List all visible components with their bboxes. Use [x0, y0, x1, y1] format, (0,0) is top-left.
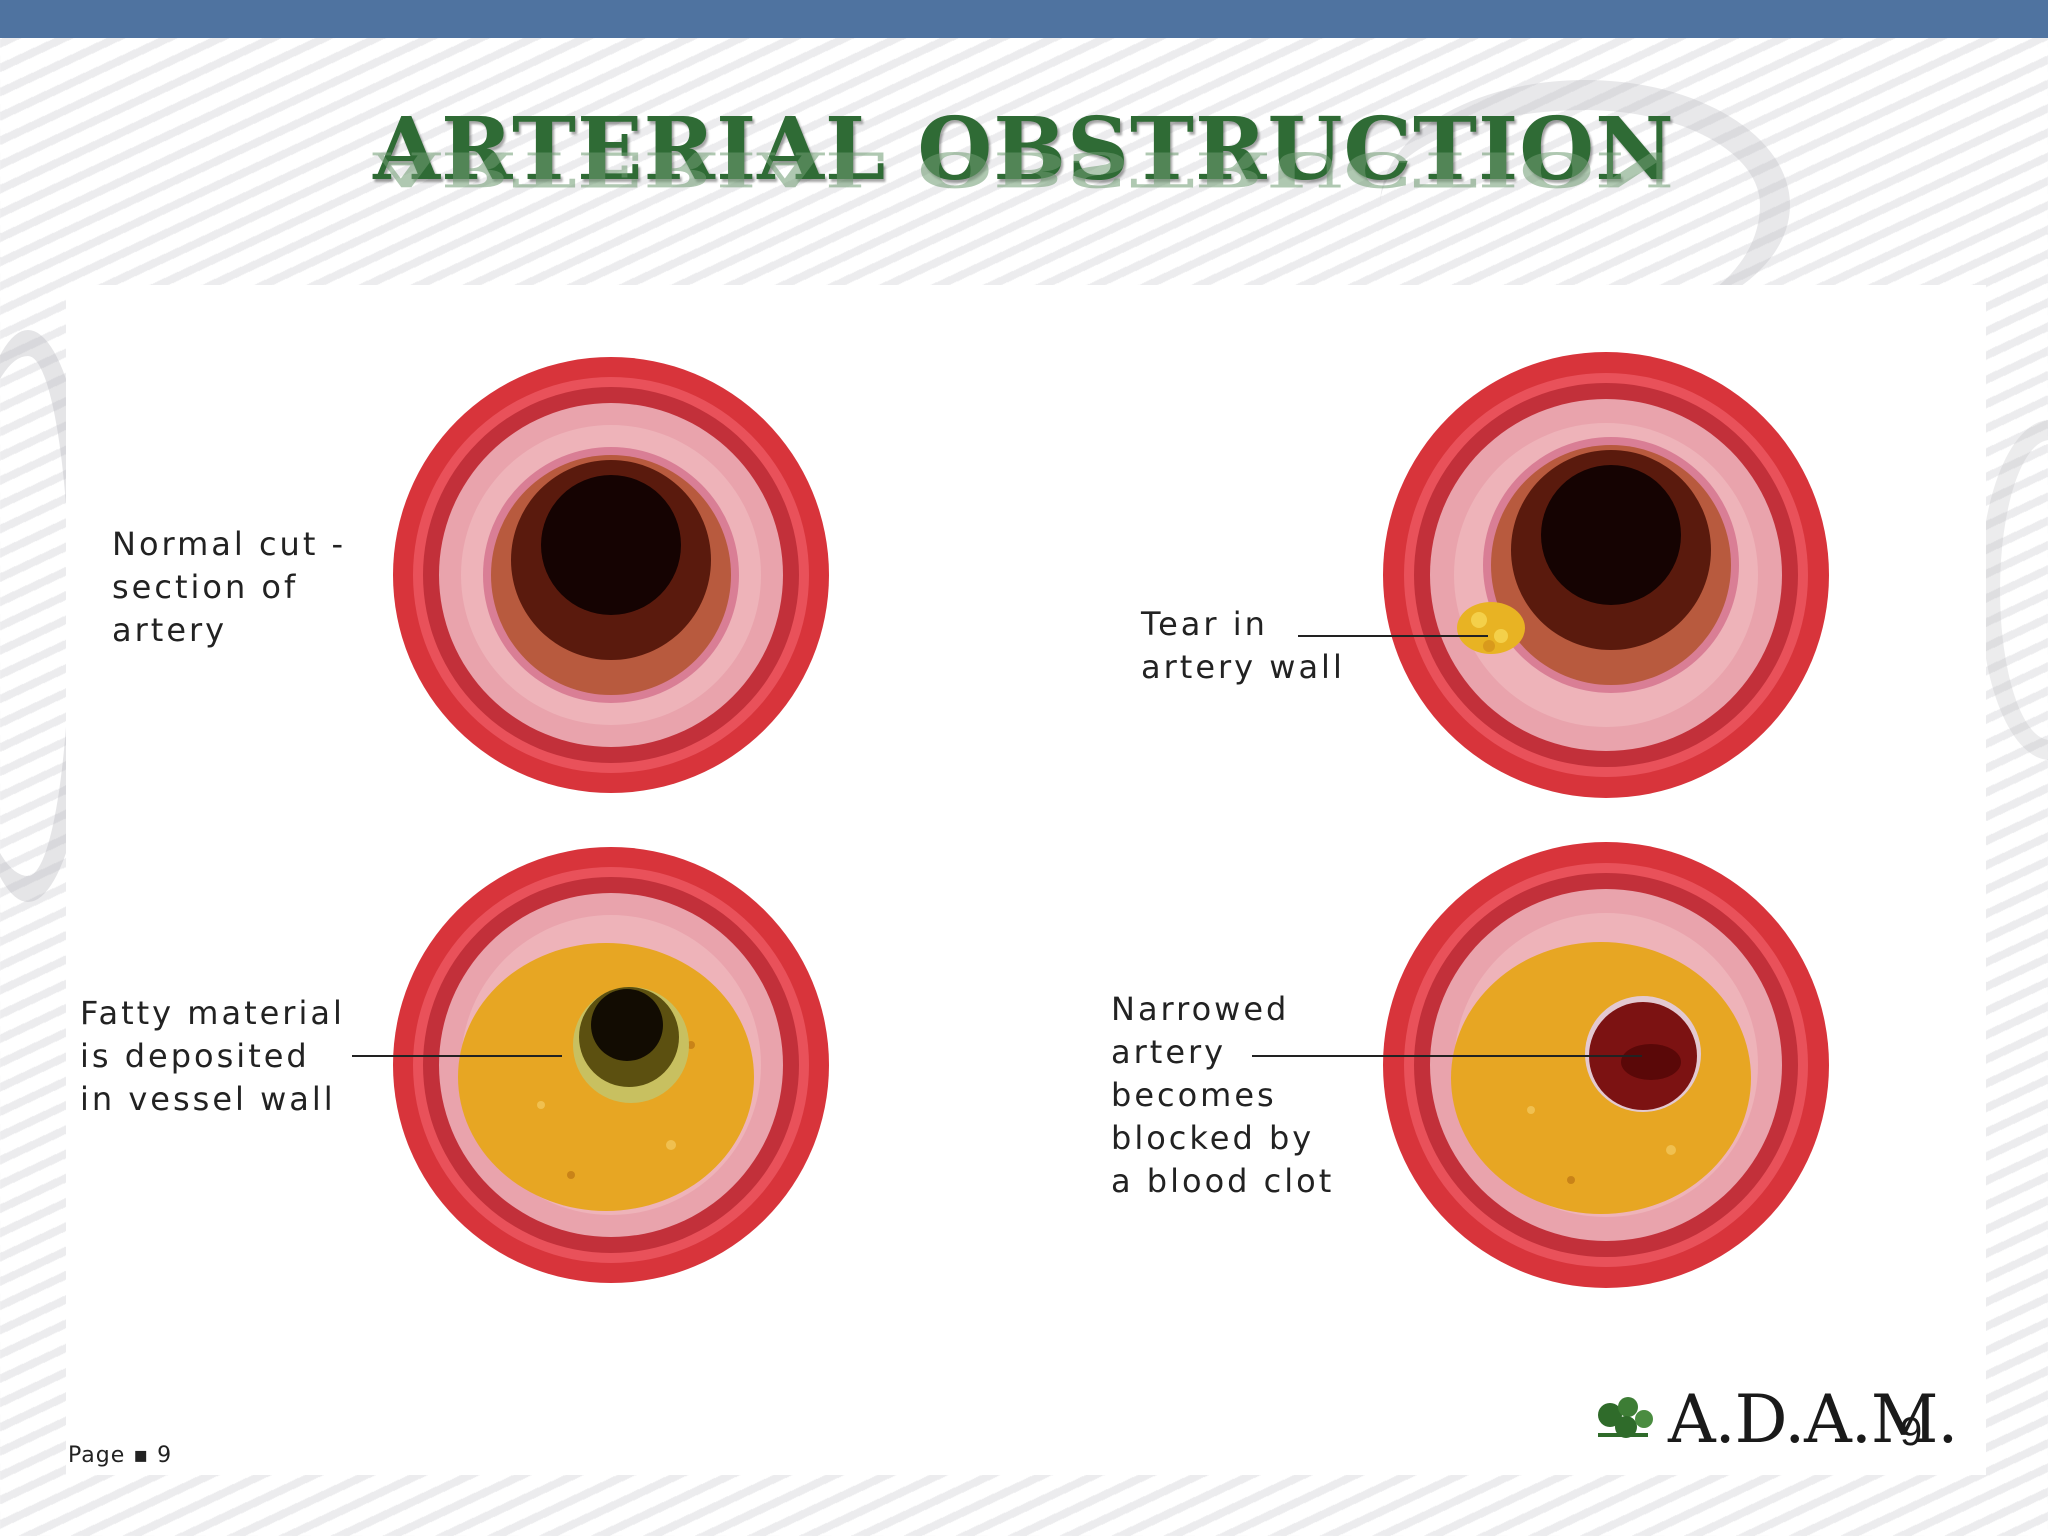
label-tear-in-artery-wall: Tear in artery wall [1141, 605, 1345, 686]
label-fatty-material: Fatty material is deposited in vessel wa… [80, 994, 345, 1118]
title-area: ARTERIAL OBSTRUCTION ARTERIAL OBSTRUCTIO… [0, 100, 2048, 290]
page-number: 9 [1900, 1410, 1923, 1454]
label-narrowed-artery: Narrowed artery becomes blocked by a blo… [1111, 990, 1335, 1200]
background-swirl-decoration [1980, 420, 2048, 760]
adam-logo: A.D.A.M. [1590, 1385, 1990, 1455]
slide-title-reflection: ARTERIAL OBSTRUCTION [373, 141, 1675, 197]
slide-title: ARTERIAL OBSTRUCTION [373, 99, 1675, 200]
leader-line-tear [1298, 635, 1488, 637]
leaf-icon [1598, 1397, 1653, 1438]
label-normal-artery: Normal cut - section of artery [112, 525, 347, 649]
blocked-artery-cross-section [1383, 842, 1829, 1288]
top-accent-bar [0, 0, 2048, 38]
torn-artery-cross-section [1383, 352, 1829, 798]
fatty-deposit-artery-cross-section [393, 847, 829, 1283]
artery-diagram: Normal cut - section of artery Tear in a… [66, 285, 1986, 1475]
page-footer-label: Page ▪ 9 [68, 1443, 173, 1468]
adam-logo-text: A.D.A.M. [1668, 1381, 1958, 1458]
normal-artery-cross-section [393, 357, 829, 793]
leader-line-narrowed [1252, 1055, 1642, 1057]
leader-line-fatty [352, 1055, 562, 1057]
